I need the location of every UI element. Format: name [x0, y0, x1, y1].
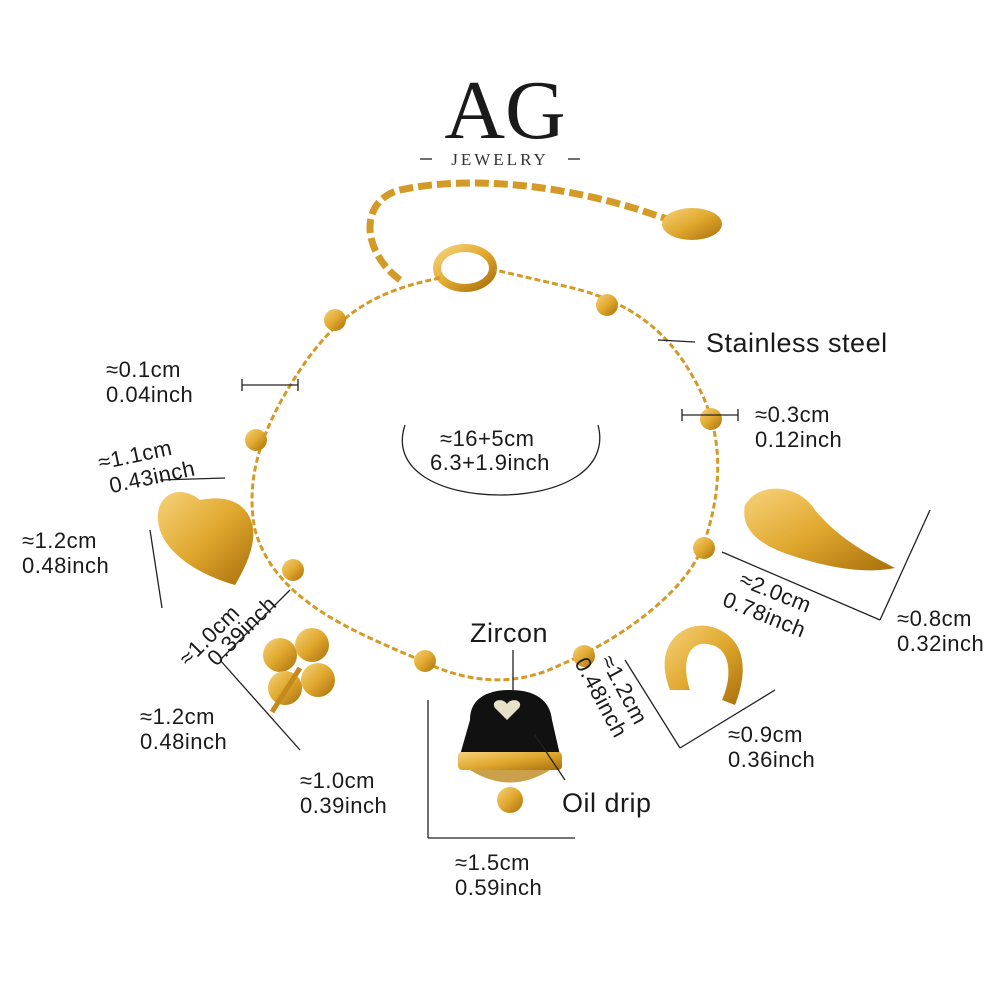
bell-height-inch: 0.39inch [300, 793, 387, 818]
horn-width-cm: ≈0.8cm [897, 606, 972, 631]
bell-width-inch: 0.59inch [455, 875, 542, 900]
material-label: Stainless steel [706, 328, 888, 358]
logo-mark: AG [444, 64, 565, 157]
chain-width-inch: 0.04inch [106, 382, 193, 407]
chain-width-cm: ≈0.1cm [106, 357, 181, 382]
clover-height-cm: ≈1.2cm [140, 704, 215, 729]
heart-charm [157, 491, 254, 585]
oil-drip-label: Oil drip [562, 788, 652, 818]
clover-height-inch: 0.48inch [140, 729, 227, 754]
beads [245, 294, 722, 672]
horseshoe-charm [664, 625, 743, 705]
length-cm: ≈16+5cm [440, 426, 534, 451]
bell-charm [458, 690, 562, 813]
horseshoe-width-cm: ≈0.9cm [728, 722, 803, 747]
bell-width-cm: ≈1.5cm [455, 850, 530, 875]
zircon-label: Zircon [470, 618, 548, 648]
bell-height-cm: ≈1.0cm [300, 768, 375, 793]
horseshoe-width-inch: 0.36inch [728, 747, 815, 772]
clover-charm [263, 628, 335, 714]
bead-size-inch: 0.12inch [755, 427, 842, 452]
heart-height-cm: ≈1.2cm [22, 528, 97, 553]
horn-charm [744, 488, 895, 571]
lobster-clasp [433, 244, 497, 292]
dimension-lines [149, 339, 931, 839]
chain [250, 268, 720, 682]
bead-size-cm: ≈0.3cm [755, 402, 830, 427]
heart-height-inch: 0.48inch [22, 553, 109, 578]
logo-subtitle: JEWELRY [451, 150, 549, 169]
tag-charm [662, 208, 722, 240]
horn-width-inch: 0.32inch [897, 631, 984, 656]
length-inch: 6.3+1.9inch [430, 450, 550, 475]
extender-chain [366, 179, 687, 283]
